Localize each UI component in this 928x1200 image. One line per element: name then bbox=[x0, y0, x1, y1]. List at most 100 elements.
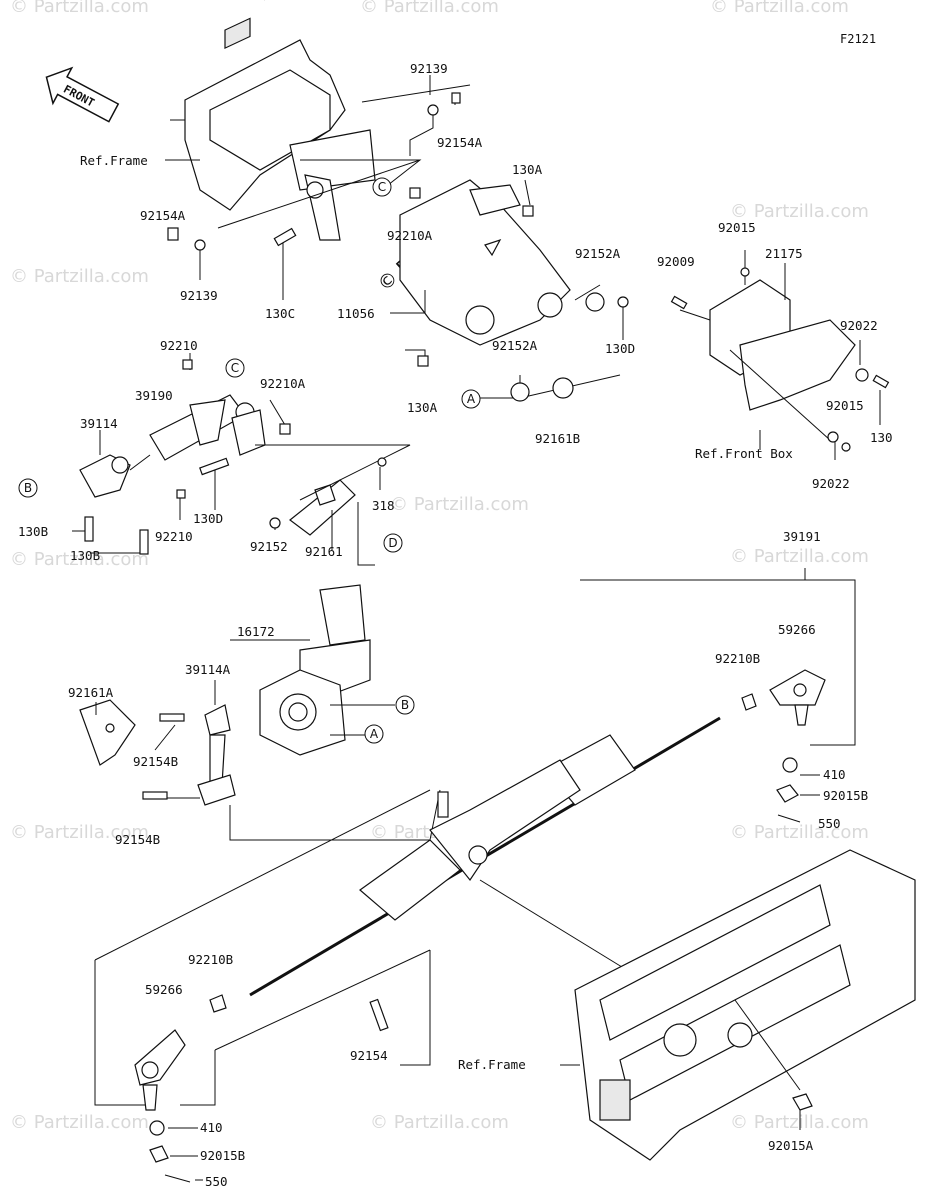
callout-b-eps: B bbox=[395, 695, 415, 715]
watermark: © Partzilla.com bbox=[730, 1112, 869, 1133]
label-130-right: 130 bbox=[870, 430, 893, 445]
nut-92210A-col bbox=[279, 423, 291, 435]
watermark: © Partzilla.com bbox=[10, 822, 149, 843]
washer-410-right bbox=[782, 757, 798, 773]
watermark: © Partzilla.com bbox=[370, 1112, 509, 1133]
watermark: © Partzilla.com bbox=[710, 0, 849, 17]
steering-bracket-assembly-drawing bbox=[170, 0, 571, 346]
nut-92015-mid bbox=[841, 442, 851, 452]
watermark: © Partzilla.com bbox=[730, 201, 869, 222]
bolt-130C bbox=[273, 227, 297, 247]
label-92022-top: 92022 bbox=[840, 318, 878, 333]
svg-text:A: A bbox=[370, 727, 379, 741]
label-92210B-right: 92210B bbox=[715, 651, 760, 666]
label-410-right: 410 bbox=[823, 767, 846, 782]
label-59266-left: 59266 bbox=[145, 982, 183, 997]
svg-text:D: D bbox=[388, 536, 397, 550]
svg-text:C: C bbox=[378, 180, 386, 194]
label-39114: 39114 bbox=[80, 416, 118, 431]
label-318: 318 bbox=[372, 498, 395, 513]
washer-92139-left bbox=[194, 239, 206, 251]
nut-92210B-right bbox=[741, 693, 757, 711]
label-39114A: 39114A bbox=[185, 662, 231, 677]
part-labels: 92139 92154A Ref.Frame 130A 92154A 92210… bbox=[18, 61, 893, 1189]
label-130B-1: 130B bbox=[18, 524, 48, 539]
label-92154B-1: 92154B bbox=[133, 754, 178, 769]
label-550-right: 550 bbox=[818, 816, 841, 831]
bolt-130D-left bbox=[199, 457, 230, 476]
frame-bottom-drawing bbox=[560, 849, 916, 1161]
label-130D-right: 130D bbox=[605, 341, 635, 356]
label-21175: 21175 bbox=[765, 246, 803, 261]
nut-92015-top bbox=[740, 267, 750, 277]
label-92210A-mid: 92210A bbox=[387, 228, 433, 243]
washer-92152A-mid bbox=[510, 382, 530, 402]
bolt-92154B-2 bbox=[142, 791, 168, 800]
watermark: © Partzilla.com bbox=[390, 494, 529, 515]
label-39190: 39190 bbox=[135, 388, 173, 403]
label-92139-top: 92139 bbox=[410, 61, 448, 76]
label-92210-bottom: 92210 bbox=[155, 529, 193, 544]
bolt-130-right bbox=[872, 374, 890, 389]
tie-rod-end-left-drawing bbox=[134, 1029, 186, 1111]
watermark: © Partzilla.com bbox=[10, 1112, 149, 1133]
label-130A-bottom: 130A bbox=[407, 400, 438, 415]
callout-a-eps: A bbox=[364, 724, 384, 744]
bolt-92154A-left bbox=[167, 227, 179, 241]
callout-d-col: D bbox=[383, 533, 403, 553]
label-92022-bottom: 92022 bbox=[812, 476, 850, 491]
nut-92015B-left bbox=[149, 1145, 169, 1163]
label-130A-top: 130A bbox=[512, 162, 543, 177]
callout-a-top: A bbox=[461, 389, 481, 409]
steering-rack-drawing bbox=[94, 568, 856, 1106]
nut-92210A bbox=[409, 187, 421, 199]
callout-c-col: C bbox=[225, 358, 245, 378]
label-92154A-left: 92154A bbox=[140, 208, 186, 223]
label-130B-2: 130B bbox=[70, 548, 100, 563]
label-92009: 92009 bbox=[657, 254, 695, 269]
watermark: © Partzilla.com bbox=[10, 0, 149, 17]
label-92161B: 92161B bbox=[535, 431, 580, 446]
nut-130D-right bbox=[617, 296, 629, 308]
label-ref-frame-bottom: Ref.Frame bbox=[458, 1057, 526, 1072]
washer-92152 bbox=[269, 517, 281, 529]
label-11056: 11056 bbox=[337, 306, 375, 321]
svg-text:A: A bbox=[467, 392, 476, 406]
label-92152A-mid: 92152A bbox=[492, 338, 538, 353]
front-arrow-icon: FRONT bbox=[45, 66, 120, 123]
label-92139-left: 92139 bbox=[180, 288, 218, 303]
label-410-left: 410 bbox=[200, 1120, 223, 1135]
washer-92022-bottom bbox=[827, 431, 839, 443]
label-92210B-left: 92210B bbox=[188, 952, 233, 967]
label-92015-mid: 92015 bbox=[826, 398, 864, 413]
washer-92152A-right bbox=[585, 292, 605, 312]
label-59266-right: 59266 bbox=[778, 622, 816, 637]
washer-92022-top bbox=[855, 368, 869, 382]
nut-92210-bottom bbox=[176, 489, 186, 499]
cotter-pin-550-left bbox=[164, 1174, 191, 1183]
label-92154A-top: 92154A bbox=[437, 135, 483, 150]
bolt-92009 bbox=[670, 295, 688, 310]
washer-92139-top bbox=[427, 104, 439, 116]
bolt-92154B-1 bbox=[159, 713, 185, 722]
label-92015B-left: 92015B bbox=[200, 1148, 245, 1163]
power-steering-unit-drawing bbox=[79, 584, 441, 841]
callout-c-top: C bbox=[372, 177, 392, 197]
label-130D-left: 130D bbox=[193, 511, 223, 526]
label-ref-front-box: Ref.Front Box bbox=[695, 446, 793, 461]
watermark: © Partzilla.com bbox=[10, 266, 149, 287]
label-130C: 130C bbox=[265, 306, 295, 321]
label-550-left: 550 bbox=[205, 1174, 228, 1189]
svg-text:B: B bbox=[24, 481, 32, 495]
watermark: © Partzilla.com bbox=[10, 549, 149, 570]
label-39191: 39191 bbox=[783, 529, 821, 544]
cotter-pin-550-right bbox=[777, 814, 801, 823]
nut-318 bbox=[377, 457, 387, 467]
bolt-92154 bbox=[369, 998, 389, 1032]
nut-92015B-right bbox=[776, 784, 799, 803]
watermark: © Partzilla.com bbox=[730, 546, 869, 567]
figure-code: F2121 bbox=[840, 32, 876, 46]
watermark: © Partzilla.com bbox=[360, 0, 499, 17]
nut-92210-top bbox=[182, 359, 193, 370]
tie-rod-end-right-drawing bbox=[769, 669, 826, 726]
